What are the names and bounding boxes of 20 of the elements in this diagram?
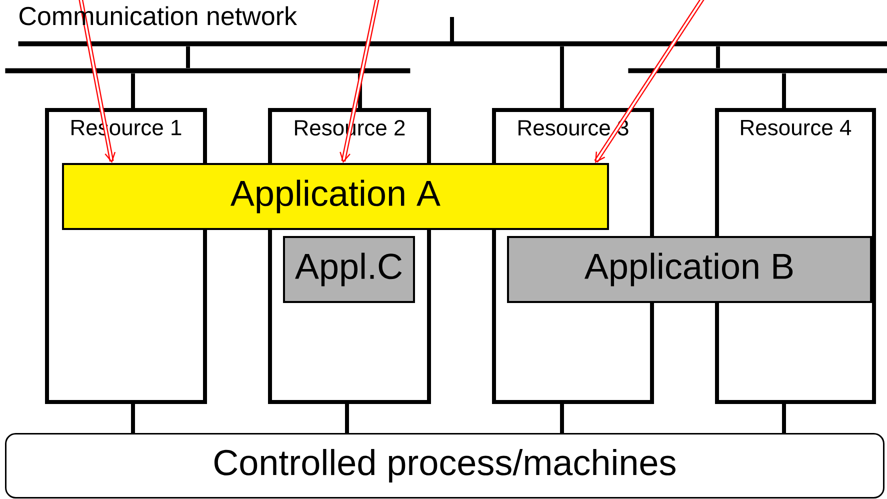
connection-line — [782, 404, 786, 433]
network-bus — [628, 68, 887, 74]
pointer-arrow — [594, 0, 707, 163]
connection-line — [345, 404, 349, 433]
connection-line — [131, 73, 135, 108]
pointer-arrow — [78, 0, 116, 163]
network-bus — [5, 68, 410, 74]
application-box: Application A — [62, 163, 609, 230]
application-box: Appl.C — [283, 236, 415, 303]
connection-line — [358, 73, 362, 108]
process-box: Controlled process/machines — [5, 433, 884, 498]
network-bus — [18, 41, 887, 46]
connection-line — [716, 46, 720, 68]
pointer-arrow — [340, 0, 380, 163]
connection-line — [782, 73, 786, 108]
application-box: Application B — [507, 236, 872, 303]
connection-line — [560, 46, 564, 108]
connection-line — [186, 46, 190, 68]
connection-line — [131, 404, 135, 433]
connection-line — [560, 404, 564, 433]
